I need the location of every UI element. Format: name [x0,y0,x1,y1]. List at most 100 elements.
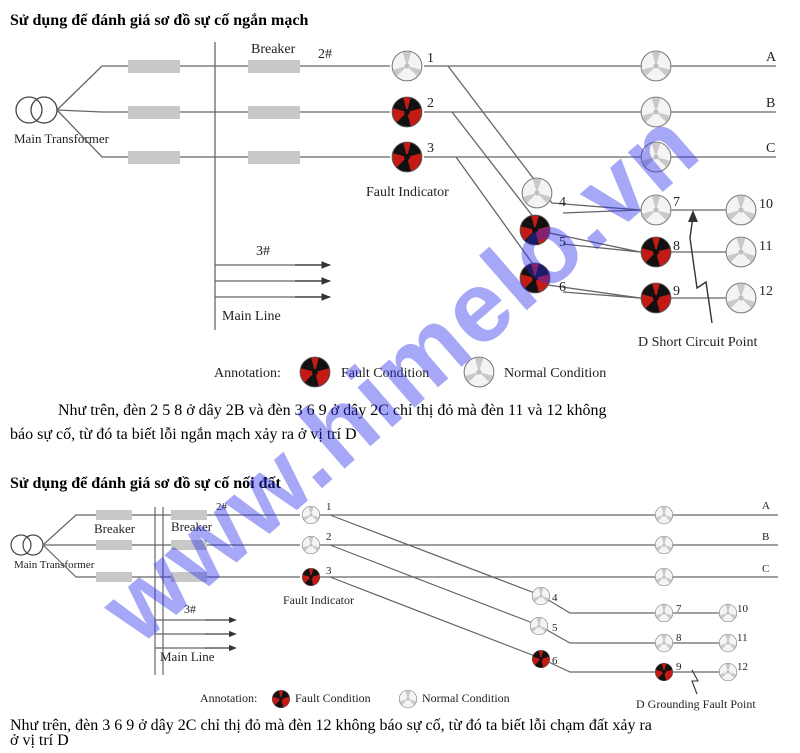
phase-c2-label: C [762,563,769,575]
svg-text:3: 3 [427,141,434,156]
indicator-b-icon [640,96,672,128]
arrowhead-icon [688,210,698,222]
legend-normal-icon [463,356,495,388]
indicators-2 [301,505,738,682]
section2-paragraph-line2: ở vị trí D [10,732,69,749]
svg-text:4: 4 [559,195,566,210]
svg-text:12: 12 [759,284,773,299]
phase-c-label: C [766,141,775,156]
svg-text:2: 2 [326,531,332,543]
grounding-fault-diagram: Main Transformer Breaker Breaker 2# 3# M… [10,500,778,711]
annotation-label: Annotation: [214,366,281,381]
svg-text:6: 6 [552,655,558,667]
section1-title: Sử dụng để đánh giá sơ đồ sự cố ngắn mạc… [10,12,309,29]
legend-fault-icon [299,356,331,388]
legend-2-normal-icon [398,689,418,709]
svg-text:9: 9 [676,661,682,673]
svg-text:8: 8 [673,239,680,254]
phase-a-label: A [766,50,777,65]
svg-text:10: 10 [737,603,749,615]
section1-paragraph-line2: báo sự cố, từ đó ta biết lỗi ngắn mạch x… [10,426,357,443]
breaker-2-label-a: Breaker [94,521,136,536]
svg-text:1: 1 [427,51,434,66]
legend-2-fault-icon [271,689,291,709]
indicator-c-icon [640,141,672,173]
indicator-1-icon [391,50,423,82]
indicator-9-icon [640,282,672,314]
g-indicator-a-icon [654,505,674,525]
section1-paragraph-line1: Như trên, đèn 2 5 8 ở dây 2B và đèn 3 6 … [58,402,607,419]
legend-2-fault-label: Fault Condition [295,691,371,705]
svg-text:6: 6 [559,280,566,295]
legend-normal-label: Normal Condition [504,366,606,381]
g-indicator-12-icon [718,662,738,682]
svg-text:11: 11 [759,239,772,254]
g-indicator-5-icon [529,616,549,636]
feeder-3-label: 3# [256,244,270,259]
g-indicator-2-icon [301,535,321,555]
main-line-2-label: Main Line [160,649,215,664]
g-indicator-8-icon [654,633,674,653]
svg-text:7: 7 [676,603,682,615]
svg-text:7: 7 [673,195,680,210]
indicator-8-icon [640,236,672,268]
indicator-2-numbers: 1 2 3 4 5 6 7 8 9 10 11 12 [326,501,749,673]
short-circuit-point-label: D Short Circuit Point [638,335,758,350]
indicator-7-icon [640,194,672,226]
svg-text:9: 9 [673,284,680,299]
indicator-12-icon [725,282,757,314]
indicator-5-icon [519,214,551,246]
indicators [391,50,757,314]
fault-indicator-2-label: Fault Indicator [283,593,354,607]
short-circuit-diagram: Main Transformer Breaker 2# 3# Main Line [14,42,777,388]
phase-lines [424,65,776,299]
svg-text:8: 8 [676,632,682,644]
indicator-a-icon [640,50,672,82]
indicator-10-icon [725,194,757,226]
annotation-2-label: Annotation: [200,691,257,705]
grounding-fault-point-label: D Grounding Fault Point [636,697,756,711]
main-transformer-label: Main Transformer [14,131,110,146]
main-transformer-2-symbol [10,534,44,556]
svg-text:3: 3 [326,565,332,577]
main-line-arrows [295,261,331,301]
legend-2-normal-label: Normal Condition [422,691,510,705]
svg-text:10: 10 [759,197,773,212]
indicator-numbers: 1 2 3 4 5 6 7 8 9 10 11 12 [427,51,773,299]
svg-text:11: 11 [737,632,748,644]
g-indicator-1-icon [301,505,321,525]
feeder-3-2-label: 3# [184,602,196,616]
phase-b2-label: B [762,531,769,543]
transformer-2-feeders [42,507,778,675]
feeder-2-label: 2# [318,47,332,62]
g-indicator-7-icon [654,603,674,623]
breaker-label: Breaker [251,42,296,57]
main-line-label: Main Line [222,309,281,324]
indicator-2-icon [391,96,423,128]
indicator-3-icon [391,141,423,173]
g-indicator-3-icon [301,567,321,587]
g-indicator-6-icon [531,649,551,669]
feeder-2-2-label: 2# [216,501,228,513]
indicator-4-icon [521,177,553,209]
g-indicator-11-icon [718,633,738,653]
g-indicator-9-icon [654,662,674,682]
main-transformer-symbol [15,96,58,124]
g-indicator-4-icon [531,586,551,606]
breaker-2-label-b: Breaker [171,519,213,534]
fault-indicator-label: Fault Indicator [366,185,449,200]
svg-text:1: 1 [326,501,332,513]
phase-a2-label: A [762,500,770,512]
svg-text:2: 2 [427,96,434,111]
svg-text:5: 5 [552,622,558,634]
lightning-icon [689,215,713,324]
main-line-2-arrows [205,616,237,652]
indicator-6-icon [519,262,551,294]
svg-text:5: 5 [559,235,566,250]
section2-paragraph-line1: Như trên, đèn 3 6 9 ở dây 2C chỉ thị đỏ … [10,717,652,734]
g-indicator-c-icon [654,567,674,587]
section2-title: Sử dụng để đánh giá sơ đồ sự cố nối đất [10,475,281,492]
g-indicator-b-icon [654,535,674,555]
breakers [128,60,300,164]
phase-b-label: B [766,96,775,111]
